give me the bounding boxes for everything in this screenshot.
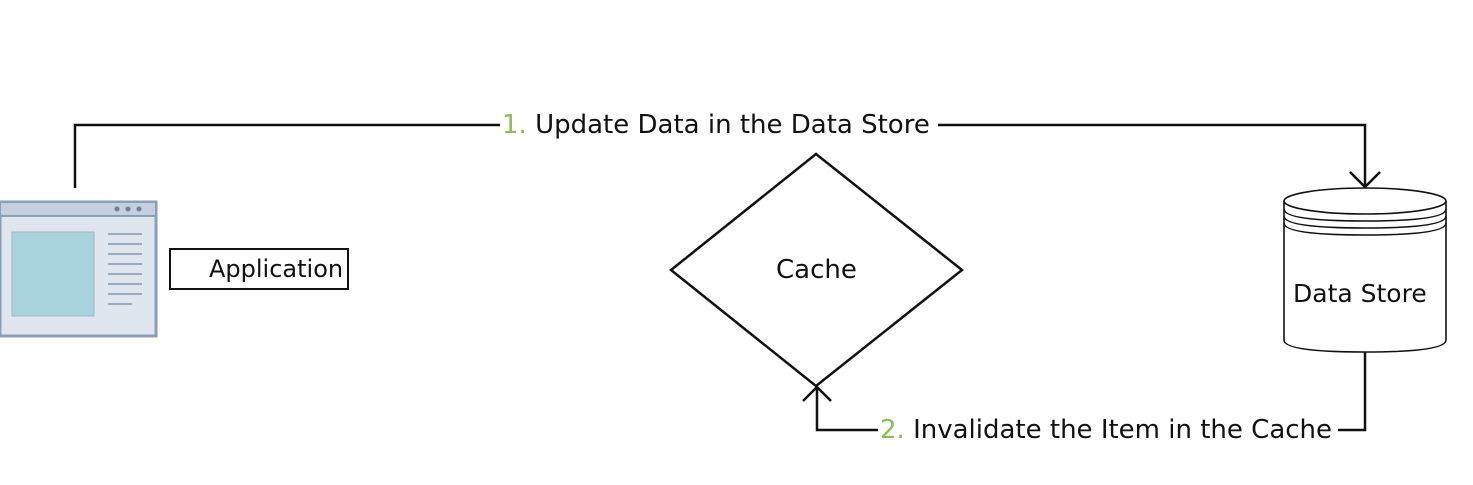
application-window-icon bbox=[0, 200, 158, 338]
step-1-number: 1. bbox=[502, 110, 527, 140]
step-1-label: 1. Update Data in the Data Store bbox=[502, 110, 930, 140]
cache-label: Cache bbox=[776, 255, 857, 285]
application-label-box: Application bbox=[169, 248, 349, 290]
cache-diamond bbox=[668, 152, 965, 388]
database-cylinder-icon bbox=[1283, 187, 1447, 353]
data-store-label: Data Store bbox=[1293, 279, 1427, 308]
step-2-number: 2. bbox=[880, 415, 905, 445]
invalidate-item-connector bbox=[802, 352, 1367, 432]
update-data-connector bbox=[73, 123, 1381, 189]
step-2-text: Invalidate the Item in the Cache bbox=[913, 415, 1333, 445]
step-2-label: 2. Invalidate the Item in the Cache bbox=[880, 415, 1332, 445]
step-1-text: Update Data in the Data Store bbox=[535, 110, 930, 140]
application-label: Application bbox=[209, 255, 344, 283]
